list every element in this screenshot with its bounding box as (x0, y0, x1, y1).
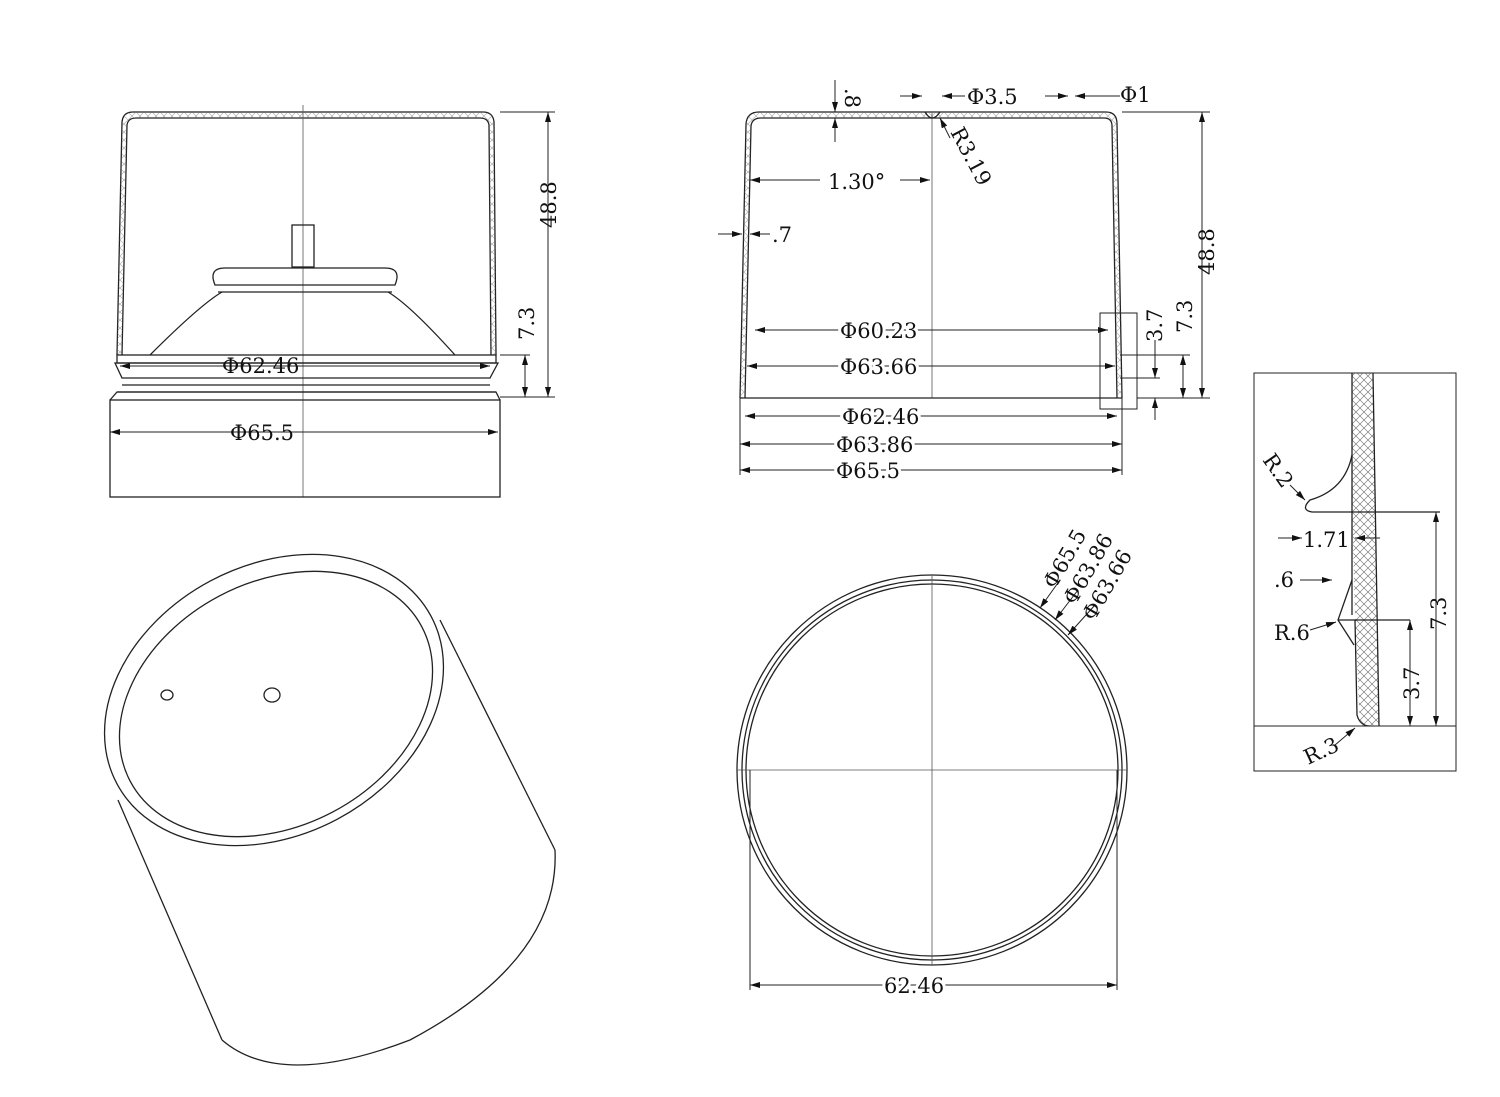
dia-63-86-label: Φ63.86 (836, 433, 913, 457)
dia-62-46-label: Φ62.46 (842, 405, 919, 429)
detail-height-total-label: 7.3 (1427, 597, 1451, 630)
detail-view: R.2 1.71 .6 R.6 R.3 7.3 3.7 (1253, 372, 1457, 772)
r-bottom-label: R.3 (1300, 733, 1343, 770)
front-height-label: 48.8 (537, 181, 561, 228)
bead-height-label: 3.7 (1143, 309, 1167, 342)
section-height-label: 48.8 (1195, 228, 1219, 275)
detail-height-lower-label: 3.7 (1400, 667, 1424, 700)
wall-top-label: .8 (840, 88, 864, 108)
hole-dia-label: Φ3.5 (967, 85, 1018, 109)
offset-label: 1.71 (1303, 528, 1350, 552)
r-top-label: R.2 (1258, 449, 1298, 492)
dia-60-23-label: Φ60.23 (840, 319, 917, 343)
front-view: Φ62.46 Φ65.5 48.8 7.3 (109, 105, 561, 498)
front-dia-outer-label: Φ65.5 (230, 421, 294, 445)
wall-side-label: .7 (772, 223, 792, 247)
front-dia-inner-label: Φ62.46 (222, 354, 299, 378)
hole-radius-label: R3.19 (946, 123, 997, 190)
draft-angle-label: 1.30° (828, 170, 885, 194)
step-label: .6 (1274, 568, 1294, 592)
bottom-view: Φ65.5 Φ63.86 Φ63.66 62.46 (736, 525, 1137, 1001)
dia-65-5-label: Φ65.5 (836, 459, 900, 483)
front-rim-height-label: 7.3 (515, 307, 539, 340)
section-view: .8 Φ3.5 Φ1 R3.19 1.30° .7 48.8 7.3 3.7 Φ… (718, 80, 1219, 486)
r-mid-label: R.6 (1274, 621, 1310, 645)
dia-63-66-label: Φ63.66 (840, 355, 917, 379)
isometric-view (103, 553, 556, 1066)
vent-dia-label: Φ1 (1120, 83, 1151, 107)
section-rim-height-label: 7.3 (1173, 300, 1197, 333)
bottom-width-label: 62.46 (884, 974, 944, 998)
